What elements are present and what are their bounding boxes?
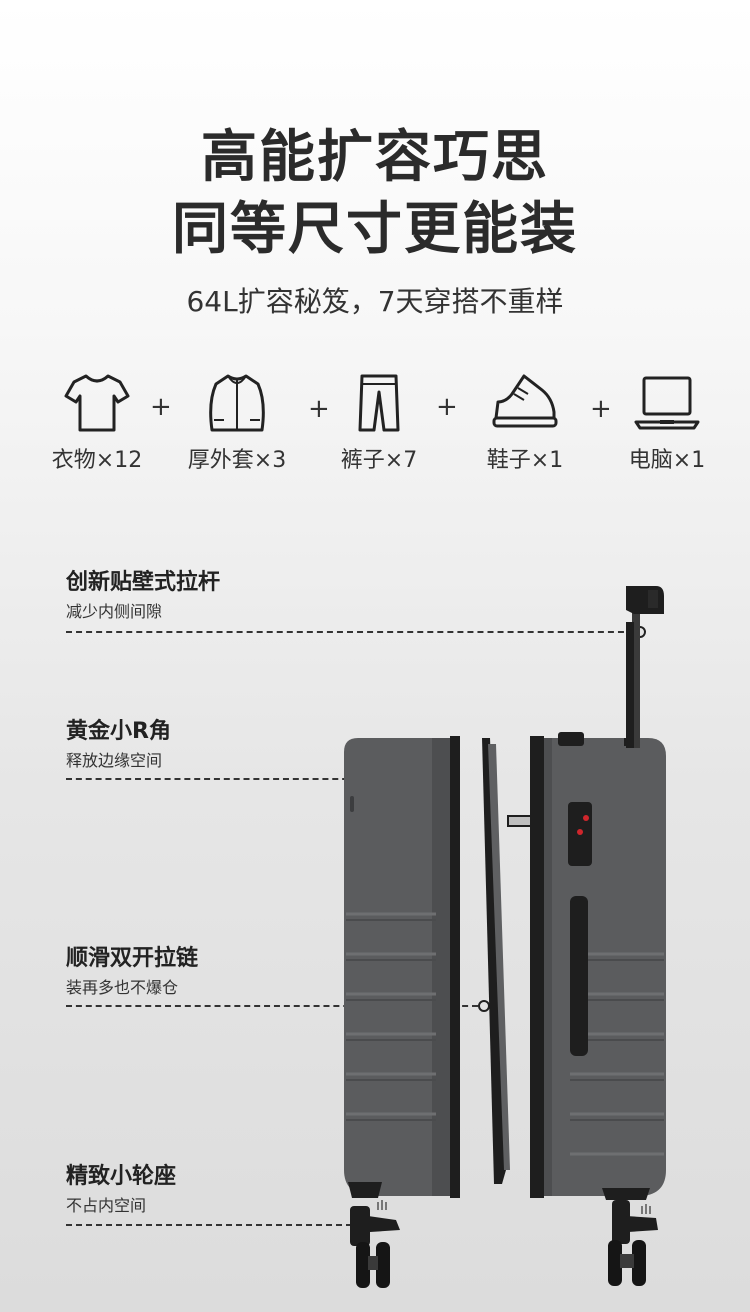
suitcase-exploded-illustration — [344, 586, 666, 1288]
feature-desc-wheel: 不占内空间 — [66, 1196, 147, 1215]
callout-line-handle — [66, 631, 634, 633]
top-handle — [558, 732, 584, 746]
feature-desc-zipper: 装再多也不爆仓 — [66, 978, 179, 997]
tshirt-icon — [64, 374, 130, 432]
item-clothes: 衣物×12 — [32, 372, 162, 474]
zipper-frame — [482, 738, 535, 1184]
feature-title-wheel: 精致小轮座 — [66, 1164, 177, 1189]
telescopic-handle — [626, 586, 664, 748]
item-jacket: 厚外套×3 — [172, 372, 302, 474]
jacket-icon — [209, 374, 265, 432]
item-pants: 裤子×7 — [314, 372, 444, 474]
pants-icon — [358, 374, 400, 432]
headline-subtitle: 64L扩容秘笈，7天穿搭不重样 — [186, 285, 564, 318]
item-laptop: 电脑×1 — [602, 372, 732, 474]
feature-title-corner: 黄金小R角 — [66, 719, 171, 744]
laptop-icon — [634, 376, 700, 430]
item-laptop-label: 电脑×1 — [628, 448, 706, 473]
item-jacket-label: 厚外套×3 — [187, 448, 287, 473]
item-pants-label: 裤子×7 — [340, 448, 418, 473]
headline-line1: 高能扩容巧思 — [201, 125, 549, 190]
side-handle — [570, 896, 588, 1056]
item-shoe-label: 鞋子×1 — [486, 448, 564, 473]
feature-title-handle: 创新贴壁式拉杆 — [66, 570, 221, 595]
shoe-icon — [492, 374, 558, 428]
wheel-left — [348, 1182, 400, 1288]
plus-sign: + — [308, 394, 330, 424]
suitcase-front-shell — [344, 736, 460, 1198]
plus-sign: + — [436, 392, 458, 422]
item-clothes-label: 衣物×12 — [51, 448, 143, 473]
callout-line-corner — [66, 778, 358, 780]
suitcase-back-shell — [530, 732, 666, 1198]
plus-sign: + — [150, 392, 172, 422]
callout-dot-zipper — [478, 1000, 490, 1012]
headline-line2: 同等尺寸更能装 — [172, 197, 578, 262]
feature-title-zipper: 顺滑双开拉链 — [66, 946, 199, 971]
item-shoe: 鞋子×1 — [460, 372, 590, 474]
wheel-right — [602, 1188, 658, 1286]
callout-line-zipper — [66, 1005, 478, 1007]
callout-line-wheel — [66, 1224, 352, 1226]
feature-desc-corner: 释放边缘空间 — [66, 751, 163, 770]
feature-desc-handle: 减少内侧间隙 — [66, 602, 163, 621]
plus-sign: + — [590, 394, 612, 424]
